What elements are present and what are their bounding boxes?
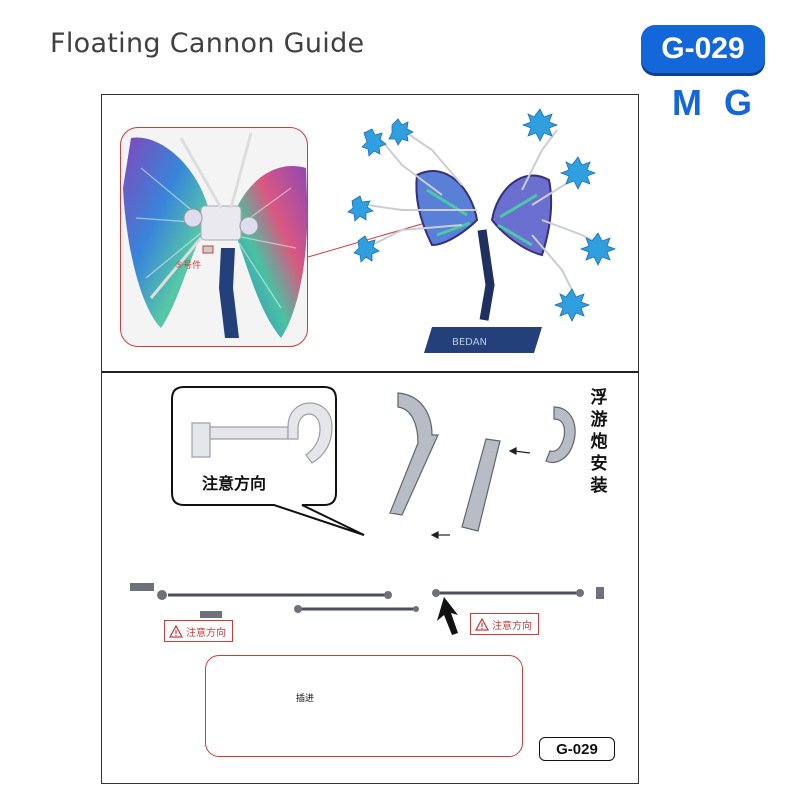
grade-label: M G xyxy=(672,82,758,123)
zoom-part-label: ⑤号件 xyxy=(175,261,202,271)
warning-left-text: 注意方向 xyxy=(186,627,226,639)
insert-label: 插进 xyxy=(296,694,315,704)
side-label: 浮游炮安装 xyxy=(590,388,608,496)
warning-right: 注意方向 xyxy=(470,613,539,635)
assembled-model-illustration: BEDAN xyxy=(307,108,617,353)
insert-step-frame xyxy=(205,655,523,757)
warning-icon xyxy=(169,624,183,638)
callout-direction-text: 注意方向 xyxy=(202,474,267,493)
code-badge: G-029 xyxy=(641,25,765,73)
instruction-sheet: ⑤号件 BEDAN xyxy=(101,94,639,784)
warning-icon xyxy=(475,617,489,631)
page-title: Floating Cannon Guide xyxy=(50,28,365,59)
warning-left: 注意方向 xyxy=(164,620,233,642)
section-divider xyxy=(102,371,638,373)
code-small-badge: G-029 xyxy=(539,737,615,761)
warning-right-text: 注意方向 xyxy=(492,620,532,632)
zoom-wings-illustration xyxy=(123,132,307,338)
zoom-inset: ⑤号件 xyxy=(120,127,308,347)
stand-mark: BEDAN xyxy=(452,337,487,348)
